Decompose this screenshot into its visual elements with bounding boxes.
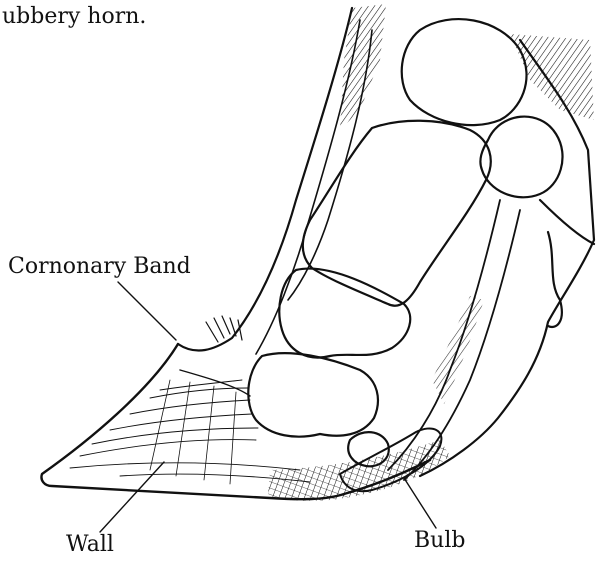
- leg-front-contour: [178, 8, 352, 351]
- coronary-band-pointer: [118, 282, 176, 340]
- short-pastern-bone: [279, 269, 410, 358]
- caption-fragment: ubbery horn.: [2, 6, 146, 28]
- coffin-bone: [248, 353, 378, 437]
- tendon-shadow: [432, 296, 484, 404]
- rear-hair-hatch: [510, 34, 594, 120]
- coronary-band-label: Cornonary Band: [8, 256, 191, 278]
- fetlock-tuft: [540, 200, 594, 327]
- sesamoid-bone: [480, 117, 562, 198]
- heel-shadow: [268, 440, 450, 501]
- wall-label: Wall: [66, 534, 114, 556]
- wall-growth-rings: [70, 380, 310, 482]
- leg-shadow-top: [340, 4, 386, 130]
- wall-pointer: [100, 462, 164, 532]
- coronary-hair: [206, 316, 242, 342]
- bulb-pointer: [404, 478, 436, 528]
- fetlock-joint-bone: [402, 19, 527, 125]
- bulb-label: Bulb: [414, 530, 465, 552]
